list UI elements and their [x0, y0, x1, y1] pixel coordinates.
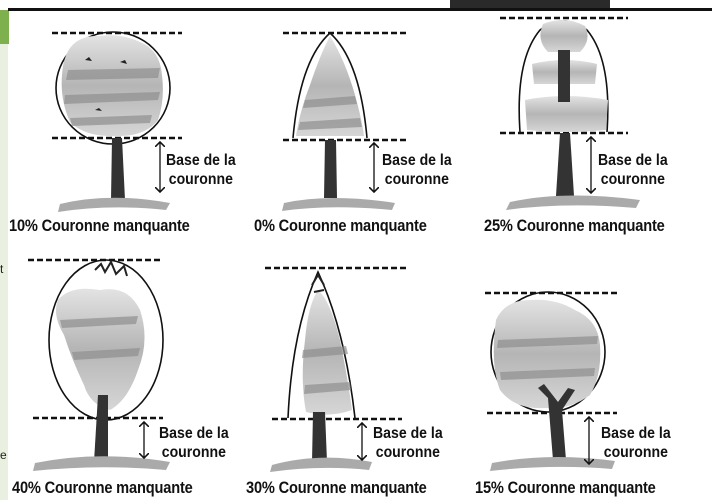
ground: [282, 198, 395, 211]
full-crown-outline: [490, 291, 606, 413]
ground: [506, 195, 640, 210]
caption-40: 40% Couronne manquante: [12, 478, 193, 497]
caption-15: 15% Couronne manquante: [475, 478, 656, 497]
caption-30: 30% Couronne manquante: [246, 478, 427, 497]
caption-25: 25% Couronne manquante: [484, 216, 665, 235]
foliage: [296, 36, 364, 136]
caption-10: 10% Couronne manquante: [9, 216, 190, 235]
trunk: [111, 138, 125, 200]
ground: [33, 456, 170, 471]
foliage: [493, 299, 601, 409]
tree-panel-15: [485, 291, 617, 471]
top-strip: [0, 0, 712, 10]
left-margin-bar: [0, 0, 8, 500]
foliage: [61, 35, 163, 137]
tree-panel-25: [500, 16, 640, 210]
ground: [490, 456, 615, 471]
tree-panel-40: [28, 258, 170, 471]
tree-panel-10: [52, 31, 182, 212]
trunk: [556, 133, 574, 196]
trunk: [324, 140, 337, 198]
full-crown-outline: [292, 31, 368, 139]
full-crown-outline: [287, 270, 356, 419]
trunk: [94, 395, 108, 462]
tree-panel-30: [265, 266, 408, 472]
ground: [270, 457, 372, 472]
foliage-top: [540, 19, 588, 52]
top-photo-fragment: [450, 0, 610, 8]
top-rule: [8, 8, 712, 11]
edge-text-fragment: t: [0, 262, 4, 276]
ground: [58, 197, 170, 212]
tree-panel-0: [282, 31, 408, 211]
caption-0: 0% Couronne manquante: [254, 216, 427, 235]
foliage-bottom: [525, 96, 608, 132]
trunk: [312, 412, 327, 462]
trunk: [538, 384, 575, 460]
left-accent-tab: [0, 0, 9, 44]
edge-text-fragment: e: [0, 448, 7, 462]
